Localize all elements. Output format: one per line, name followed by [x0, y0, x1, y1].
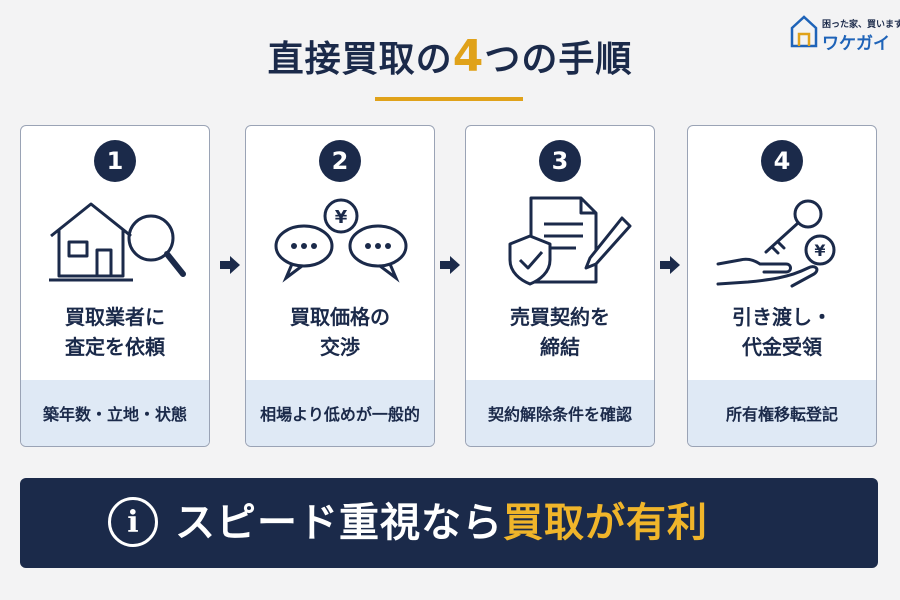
brand-logo: 困った家、買います。 ワケガイ [790, 12, 900, 54]
step-card-1: 1 買取業者に 査定を依頼 築年数・立地・状態 [20, 125, 210, 447]
svg-text:¥: ¥ [335, 207, 348, 228]
step-number-badge: 4 [761, 140, 803, 182]
step-label: 買取価格の 交渉 [246, 302, 434, 362]
key-payment-icon: ¥ [716, 199, 836, 288]
house-logo-icon [790, 15, 818, 48]
svg-text:¥: ¥ [814, 241, 825, 260]
arrow-right-icon [440, 256, 460, 274]
arrow-right-icon [660, 256, 680, 274]
step-number-badge: 1 [94, 140, 136, 182]
page-title: 直接買取の4つの手順 [0, 30, 900, 82]
step-label-line1: 買取業者に [65, 305, 165, 329]
step-number-badge: 3 [539, 140, 581, 182]
banner-text-highlight: 買取が有利 [503, 500, 708, 546]
step-label-line1: 買取価格の [290, 305, 390, 329]
info-icon: i [108, 497, 158, 547]
step-label-line2: 査定を依頼 [65, 335, 165, 359]
step-label: 売買契約を 締結 [466, 302, 654, 362]
step-label-line2: 代金受領 [742, 335, 822, 359]
step-card-3: 3 売買契約を 締結 契約解除条件を確認 [465, 125, 655, 447]
step-label-line2: 締結 [540, 335, 580, 359]
step-label-line1: 売買契約を [510, 305, 610, 329]
step-note: 築年数・立地・状態 [21, 380, 209, 446]
title-number: 4 [452, 31, 485, 82]
step-label-line2: 交渉 [320, 335, 360, 359]
title-prefix: 直接買取の [267, 39, 453, 80]
title-underline [375, 97, 523, 101]
step-note: 契約解除条件を確認 [466, 380, 654, 446]
banner-text: スピード重視なら買取が有利 [175, 500, 708, 546]
arrow-right-icon [220, 256, 240, 274]
step-note: 所有権移転登記 [688, 380, 876, 446]
logo-name: ワケガイ [822, 34, 890, 54]
step-note: 相場より低めが一般的 [246, 380, 434, 446]
house-search-icon [49, 202, 186, 282]
step-card-2: 2 ¥ 買取価格の 交渉 相場より低めが一般的 [245, 125, 435, 447]
banner-text-main: スピード重視なら [175, 500, 503, 546]
step-number-badge: 2 [319, 140, 361, 182]
step-card-4: 4 ¥ 引き渡し・ 代金受領 所有権移転登記 [687, 125, 877, 447]
step-label-line1: 引き渡し・ [732, 305, 832, 329]
conclusion-banner: i スピード重視なら買取が有利 [20, 478, 878, 568]
contract-icon [508, 196, 632, 286]
price-negotiation-icon: ¥ [274, 198, 408, 283]
step-label: 買取業者に 査定を依頼 [21, 302, 209, 362]
title-suffix: つの手順 [484, 39, 633, 80]
step-label: 引き渡し・ 代金受領 [688, 302, 876, 362]
logo-tagline: 困った家、買います。 [822, 20, 900, 30]
